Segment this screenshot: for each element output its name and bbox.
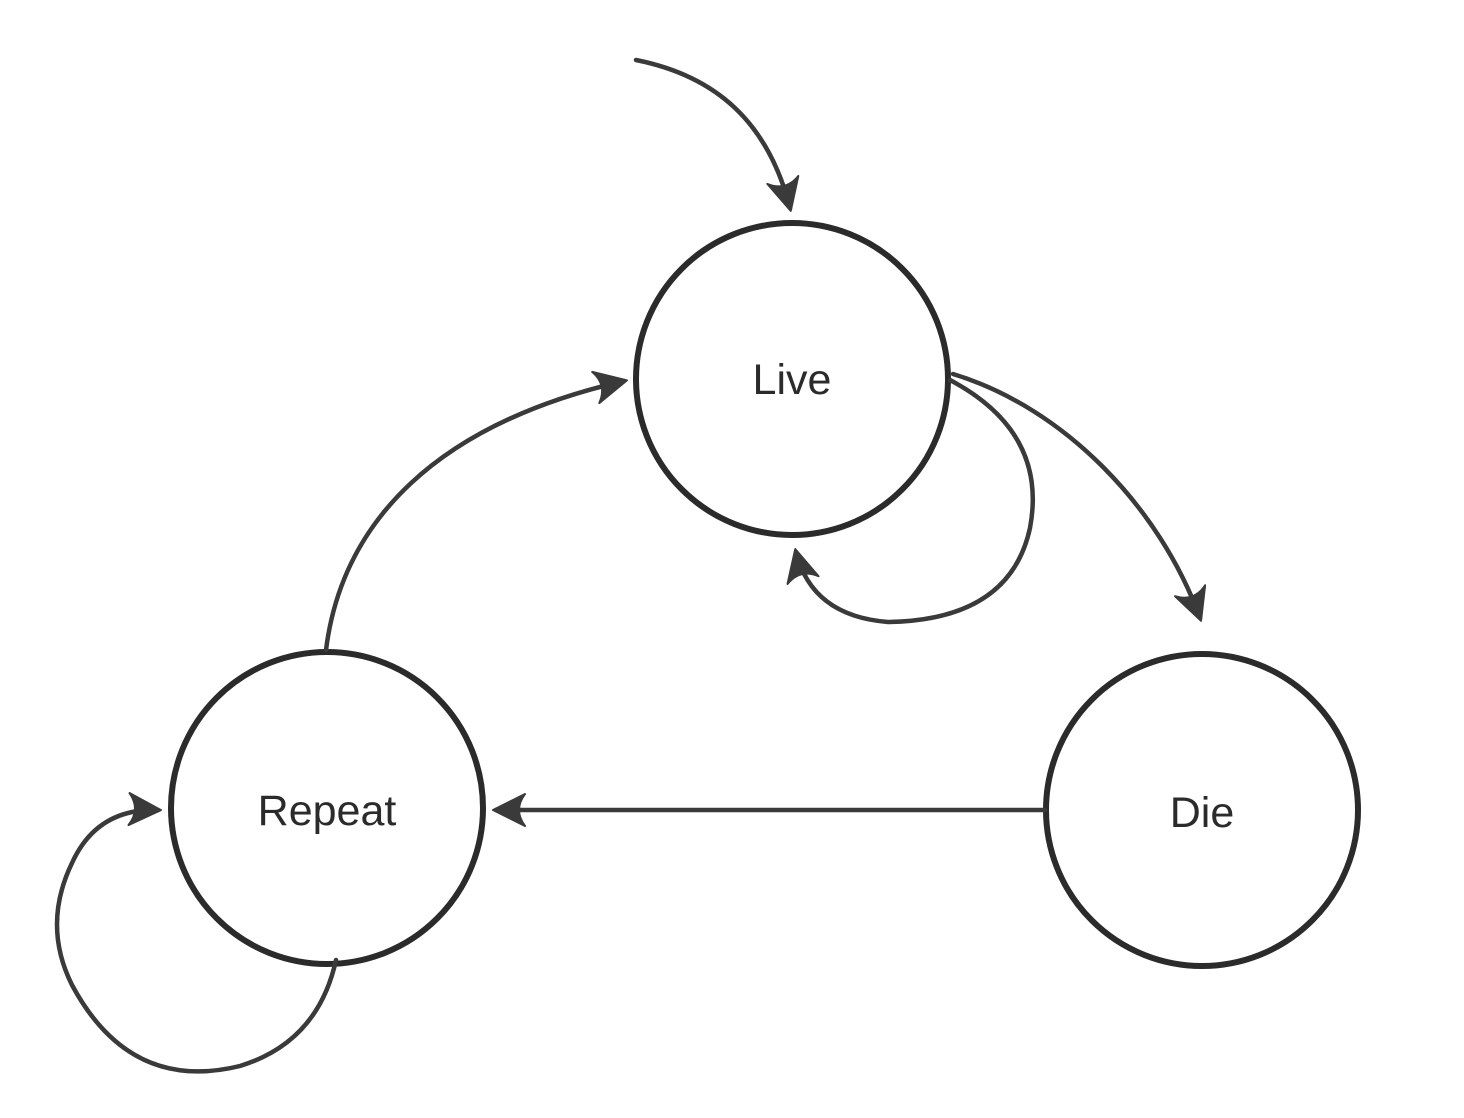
edge-live-to-die <box>950 371 1207 622</box>
edge-entry-to-live <box>633 57 800 212</box>
edge-repeat-to-live <box>323 370 628 653</box>
node-repeat-label: Repeat <box>258 787 397 835</box>
node-die-label: Die <box>1170 789 1235 837</box>
node-live-label: Live <box>753 356 832 404</box>
edge-live-self-loop <box>786 377 1036 625</box>
edge-repeat-self-loop <box>54 792 339 1074</box>
